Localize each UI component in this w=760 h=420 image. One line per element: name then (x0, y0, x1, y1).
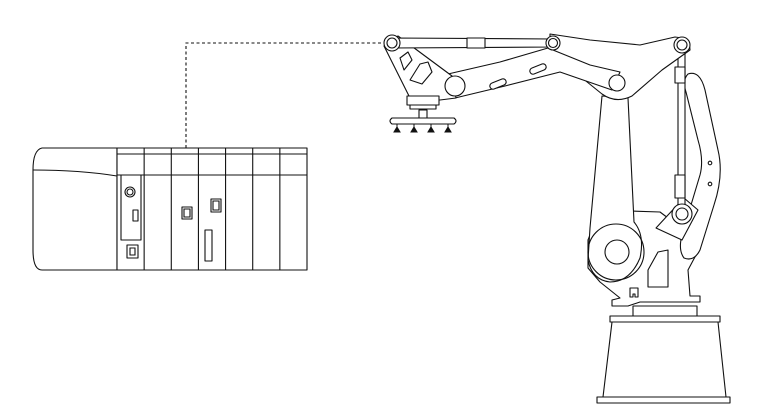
palletizing-robot (383, 33, 731, 404)
cpu-switch-icon (132, 209, 139, 222)
robot-forearm-joint (444, 75, 466, 97)
robot-base-hook-icon (629, 287, 639, 298)
suction-cups (393, 124, 452, 133)
robot-shoulder-joint (604, 239, 630, 265)
wrist-cutout (399, 51, 413, 71)
robot-pedestal-flange (609, 315, 721, 323)
cpu-panel (120, 174, 142, 241)
plc-rack (32, 147, 308, 271)
robot-lower-rod-joint (671, 203, 693, 225)
suction-cup-icon (427, 124, 435, 133)
robot-shoulder-joint-outer (587, 223, 645, 281)
robot-lower-rod-joint-inner (675, 207, 689, 221)
robot-elbow-joint (608, 74, 626, 92)
connection-cable (185, 42, 383, 148)
robot-top-middle-joint-inner (547, 37, 559, 49)
robot-pedestal-baseplate (596, 396, 731, 404)
gripper-plate (389, 117, 457, 125)
module-port-inner-icon (183, 208, 191, 218)
ethernet-port-icon (126, 244, 139, 259)
suction-cup-icon (410, 124, 418, 133)
robot-upper-triangle-link (549, 33, 691, 101)
gripper-rotator (409, 104, 437, 110)
plc-module-dividers (143, 148, 281, 270)
gripper-stem (418, 109, 428, 119)
robot-top-right-joint (673, 36, 691, 54)
suction-cup-icon (444, 124, 452, 133)
gripper-flange (406, 95, 440, 106)
cpu-status-led-inner-icon (126, 188, 134, 196)
module-port-inner-icon (212, 200, 220, 211)
robot-pedestal-cone (602, 321, 727, 398)
forearm-slot-icon (529, 63, 547, 75)
robot-wrist-joint-inner (386, 37, 398, 49)
robot-pedestal-neck (632, 305, 698, 317)
plc-contour-line (32, 169, 118, 177)
rear-link-hole-icon (707, 160, 713, 166)
top-link-coupler (466, 37, 486, 49)
module-slot-icon (204, 229, 213, 262)
robot-main-arm (587, 95, 643, 283)
module-port-icon (181, 206, 193, 220)
suction-cup-icon (393, 124, 401, 133)
rear-link-hole-icon (707, 181, 713, 187)
gripper (389, 95, 457, 133)
robot-top-right-joint-inner (676, 39, 688, 51)
robot-base-cutout (647, 249, 669, 288)
tie-rod-coupler-mid (674, 174, 686, 199)
robot-wrist-joint (383, 34, 401, 52)
forearm-slot-icon (489, 78, 507, 90)
tie-rod-coupler-top (674, 66, 686, 84)
wrist-cutout (409, 61, 433, 85)
plc-power-supply (32, 147, 118, 271)
ethernet-port-inner-icon (129, 247, 136, 256)
module-port-icon (210, 198, 222, 213)
